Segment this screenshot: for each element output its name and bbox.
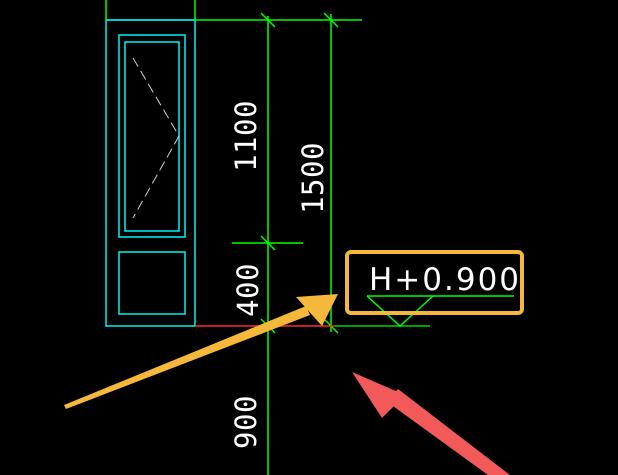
orange-arrow-shaft	[64, 306, 310, 409]
elevation-triangle-symbol	[366, 295, 434, 328]
orange-arrow-head	[296, 294, 338, 326]
tick-top-inner	[260, 12, 276, 28]
elevation-label[interactable]: H+0.900	[369, 262, 521, 298]
window-opening-direction-glyph	[132, 57, 180, 219]
orange-annotation-arrow	[64, 294, 338, 409]
dimension-text-1500[interactable]: 1500	[296, 142, 330, 214]
window-sash-outer	[118, 34, 186, 238]
red-arrow-shaft	[386, 389, 510, 475]
dimension-chain-inner[interactable]	[195, 12, 362, 475]
tick-mid-inner	[260, 235, 276, 251]
elevation-highlight-box	[345, 250, 524, 315]
dimension-text-1100[interactable]: 1100	[229, 100, 263, 172]
elevation-marker[interactable]: H+0.900	[366, 262, 521, 328]
dimension-text-400[interactable]: 400	[231, 263, 265, 317]
red-annotation-arrow	[352, 372, 510, 475]
window-lower-panel	[118, 251, 186, 315]
tick-top-outer	[323, 12, 339, 28]
dimension-text-900[interactable]: 900	[229, 395, 263, 449]
red-arrow-head	[352, 372, 405, 418]
window-elevation[interactable]	[105, 19, 196, 327]
window-sash-inner	[124, 41, 180, 232]
